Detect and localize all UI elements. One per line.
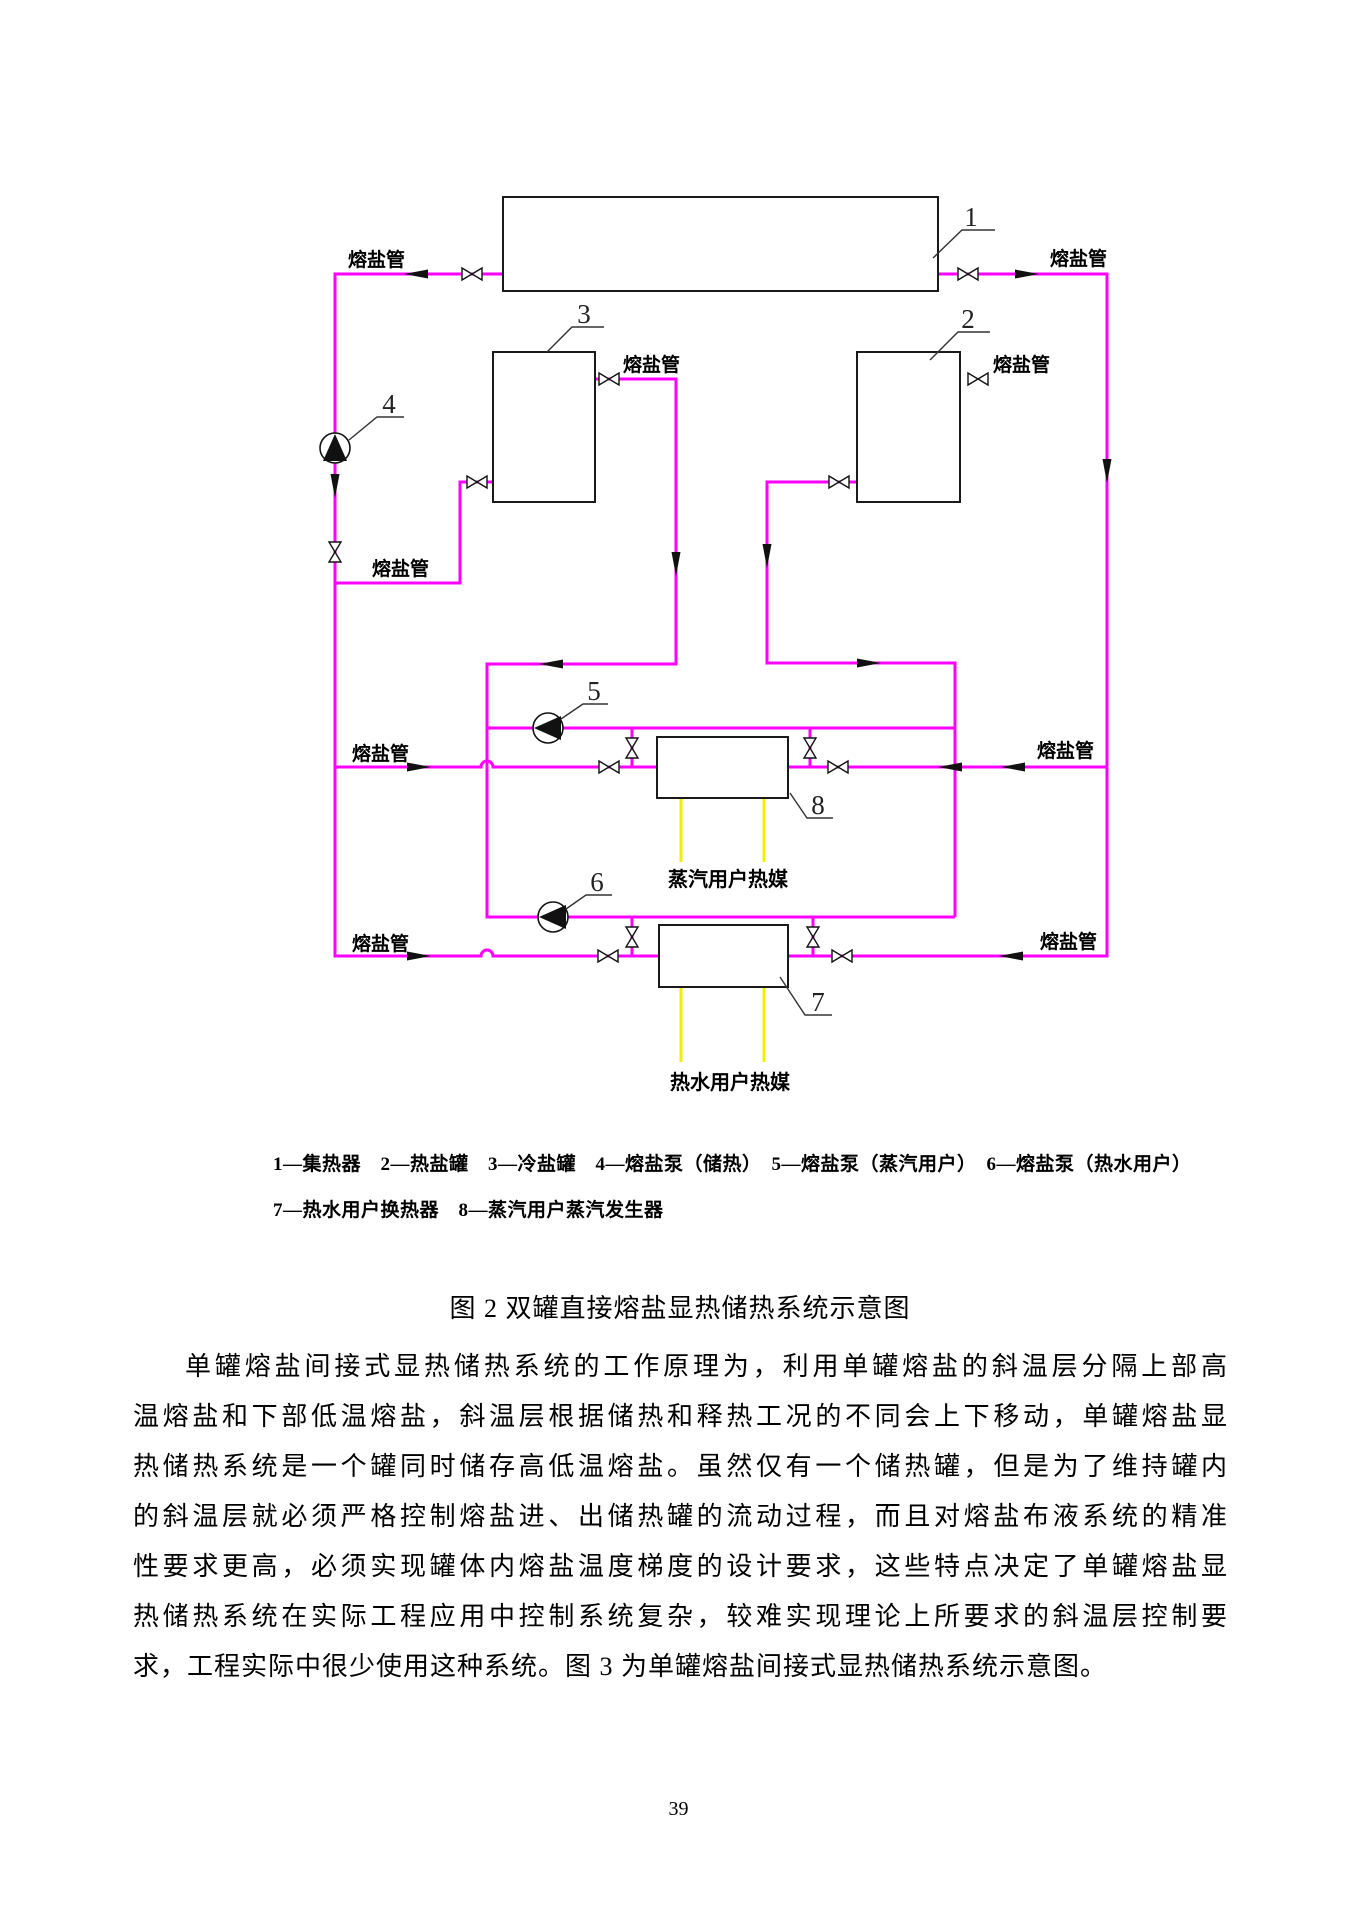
flow-arrow-icon (1102, 459, 1112, 483)
pipe-segment (335, 759, 657, 769)
component-number-5: 5 (587, 676, 601, 706)
flow-arrow-icon (404, 269, 428, 279)
flow-arrow-icon (671, 552, 681, 576)
paragraph-line: 的斜温层就必须严格控制熔盐进、出储热罐的流动过程，而且对熔盐布液系统的精准 (133, 1502, 1228, 1531)
pipe-label: 熔盐管 (993, 353, 1050, 376)
valve-icon (466, 475, 488, 489)
flow-arrow-icon (938, 762, 962, 772)
valve-icon (597, 949, 619, 963)
component-number-1: 1 (964, 202, 978, 232)
flow-arrow-icon (999, 951, 1023, 961)
pipe-label: 熔盐管 (348, 248, 405, 271)
valve-icon (806, 926, 820, 948)
leader-line (932, 229, 995, 259)
system-diagram: 1 2 3 4 5 6 7 8 熔盐管 熔盐管 熔盐管 熔盐管 熔盐管 熔盐管 … (319, 196, 1112, 1094)
valve-icon (957, 267, 979, 281)
paragraph-line: 求，工程实际中很少使用这种系统。图 3 为单罐熔盐间接式显热储热系统示意图。 (133, 1652, 1108, 1681)
molten-salt-pipes (333, 272, 1109, 958)
leader-line (348, 416, 404, 441)
steam-generator-box (656, 736, 789, 799)
leader-line (560, 703, 608, 720)
flow-arrow-icon (1015, 269, 1039, 279)
flow-arrow-icon (330, 474, 340, 498)
legend-line-2: 7—热水用户换热器 8—蒸汽用户蒸汽发生器 (273, 1200, 664, 1221)
figure-legend: 1—集热器 2—热盐罐 3—冷盐罐 4—熔盐泵（储热） 5—熔盐泵（蒸汽用户） … (273, 1142, 1253, 1234)
component-number-8: 8 (811, 790, 825, 820)
pipe-label: 熔盐管 (1040, 930, 1097, 953)
paragraph-line: 性要求更高，必须实现罐体内熔盐温度梯度的设计要求，这些特点决定了单罐熔盐显 (133, 1552, 1228, 1581)
flow-arrow-icon (1001, 762, 1025, 772)
paragraph-line: 热储热系统是一个罐同时储存高低温熔盐。虽然仅有一个储热罐，但是为了维持罐内 (133, 1452, 1228, 1481)
leader-line (546, 326, 604, 353)
pipe-label: 熔盐管 (1037, 739, 1094, 762)
collector-box (502, 196, 939, 292)
paragraph-line: 单罐熔盐间接式显热储热系统的工作原理为，利用单罐熔盐的斜温层分隔上部高 (185, 1352, 1228, 1381)
pipe-label: 熔盐管 (1050, 247, 1107, 270)
valve-icon (625, 737, 639, 759)
valve-icon (967, 372, 989, 386)
component-number-7: 7 (811, 987, 825, 1017)
component-number-6: 6 (590, 867, 604, 897)
valve-icon (461, 267, 483, 281)
leader-lines (348, 229, 995, 1016)
valve-icon (598, 372, 620, 386)
leader-line (929, 331, 990, 361)
hot-salt-tank-box (856, 351, 961, 503)
pipe-label: 熔盐管 (372, 557, 429, 580)
pipe-segment (765, 480, 957, 917)
page-number: 39 (668, 1798, 689, 1820)
pump-icon (319, 432, 351, 464)
figure-caption: 图 2 双罐直接熔盐显热储热系统示意图 (449, 1294, 911, 1323)
paragraph-line: 温熔盐和下部低温熔盐，斜温层根据储热和释热工况的不同会上下移动，单罐熔盐显 (133, 1402, 1228, 1431)
flow-arrow-icon (407, 762, 431, 772)
component-number-4: 4 (382, 389, 396, 419)
flow-arrow-icon (407, 951, 431, 961)
flow-arrow-icon (857, 658, 881, 668)
pipe-label: 熔盐管 (352, 742, 409, 765)
pump-icon (537, 901, 569, 933)
component-number-2: 2 (961, 304, 975, 334)
pipe-label: 熔盐管 (623, 353, 680, 376)
body-paragraph: 单罐熔盐间接式显热储热系统的工作原理为，利用单罐熔盐的斜温层分隔上部高 温熔盐和… (133, 1342, 1228, 1692)
valve-icon (827, 760, 849, 774)
hot-water-user-medium-label: 热水用户热媒 (670, 1070, 791, 1094)
valve-icon (803, 737, 817, 759)
leader-line (779, 976, 832, 1016)
valve-icon (328, 541, 342, 563)
pump-icon (532, 712, 564, 744)
pipe-label: 熔盐管 (352, 932, 409, 955)
component-number-3: 3 (577, 299, 591, 329)
steam-user-medium-label: 蒸汽用户热媒 (668, 867, 789, 891)
leader-line (565, 894, 612, 910)
leader-line (789, 792, 833, 819)
cold-salt-tank-box (492, 351, 596, 503)
valve-icon (828, 475, 850, 489)
valve-icon (831, 949, 853, 963)
hot-water-hx-box (658, 924, 789, 988)
flow-arrow-icon (539, 659, 563, 669)
flow-arrow-icon (762, 544, 772, 568)
paragraph-line: 热储热系统在实际工程应用中控制系统复杂，较难实现理论上所要求的斜温层控制要 (133, 1602, 1228, 1631)
valve-icon (598, 760, 620, 774)
pipe-segment (333, 272, 659, 958)
valve-icon (625, 926, 639, 948)
legend-line-1: 1—集热器 2—热盐罐 3—冷盐罐 4—熔盐泵（储热） 5—熔盐泵（蒸汽用户） … (273, 1154, 1192, 1175)
